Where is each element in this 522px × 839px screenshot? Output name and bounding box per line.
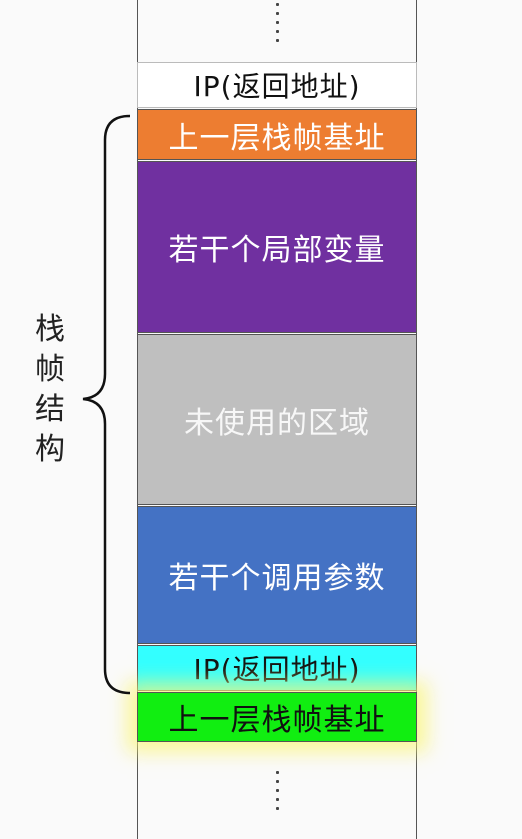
call-parameters-label: 若干个调用参数 [168,561,386,596]
side-label-char: 帧 [35,352,65,387]
stack-frame-structure-label: 栈 帧 结 构 [30,310,70,470]
side-label-char: 栈 [35,312,65,347]
return-address-top-label: IP(返回地址) [193,70,361,103]
prev-frame-base-bottom: 上一层栈帧基址 [137,692,417,742]
prev-frame-base-bottom-label: 上一层栈帧基址 [168,703,386,738]
side-label-char: 构 [35,432,65,467]
ellipsis-top [262,0,292,45]
local-variables-label: 若干个局部变量 [168,233,386,268]
return-address-top: IP(返回地址) [137,62,417,108]
return-address-bottom-label: IP(返回地址) [193,653,361,686]
call-parameters-block: 若干个调用参数 [137,506,417,644]
return-address-bottom: IP(返回地址) [137,645,417,691]
prev-frame-base-top: 上一层栈帧基址 [137,109,417,160]
unused-region-label: 未使用的区域 [184,405,370,441]
side-label-char: 结 [35,392,65,427]
brace-icon [82,114,131,695]
prev-frame-base-top-label: 上一层栈帧基址 [168,120,386,156]
unused-region-block: 未使用的区域 [137,334,417,505]
ellipsis-bottom [262,768,292,813]
local-variables-block: 若干个局部变量 [137,161,417,333]
